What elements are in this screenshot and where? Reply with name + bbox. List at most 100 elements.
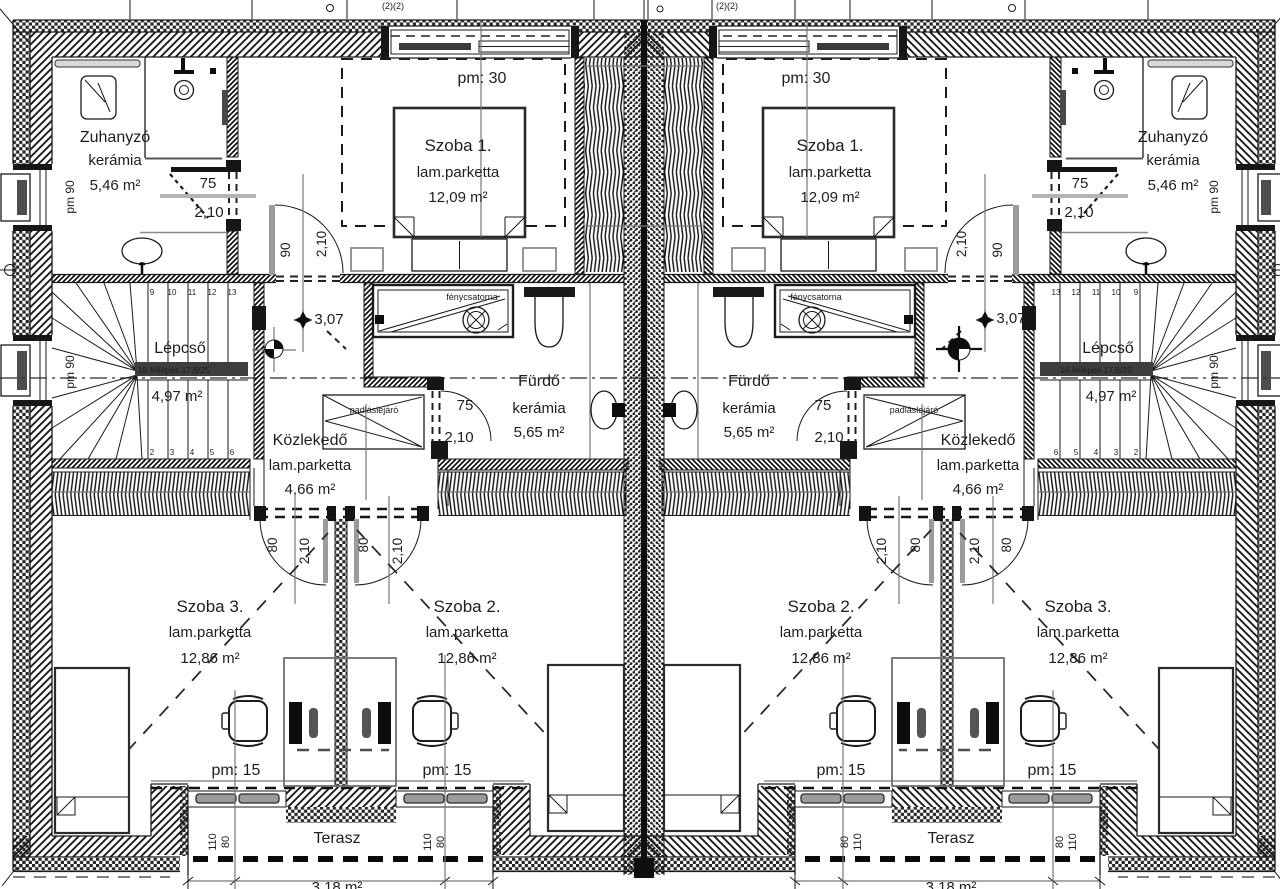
svg-text:kerámia: kerámia: [512, 400, 566, 417]
svg-text:80: 80: [356, 537, 371, 552]
svg-text:6: 6: [1054, 448, 1059, 457]
svg-text:Szoba 3.: Szoba 3.: [176, 597, 243, 616]
svg-text:3: 3: [170, 448, 175, 457]
svg-text:lam.parketta: lam.parketta: [426, 624, 509, 641]
svg-text:2,10: 2,10: [390, 538, 405, 564]
svg-text:4,66 m²: 4,66 m²: [285, 481, 336, 498]
svg-text:75: 75: [457, 397, 474, 414]
svg-text:75: 75: [815, 397, 832, 414]
svg-text:80: 80: [908, 537, 923, 552]
svg-text:3,18 m²: 3,18 m²: [312, 879, 363, 889]
svg-text:pm 90: pm 90: [63, 355, 77, 389]
svg-text:pm 90: pm 90: [1207, 355, 1221, 389]
svg-text:110: 110: [207, 833, 219, 851]
svg-text:(2)(2): (2)(2): [716, 1, 738, 11]
svg-text:Szoba 2.: Szoba 2.: [787, 597, 854, 616]
svg-text:90: 90: [278, 242, 293, 257]
svg-text:12: 12: [1072, 288, 1081, 297]
svg-text:9: 9: [150, 288, 155, 297]
svg-text:kerámia: kerámia: [1146, 152, 1200, 169]
svg-text:6: 6: [230, 448, 235, 457]
svg-text:(2)(2): (2)(2): [382, 1, 404, 11]
svg-text:5: 5: [210, 448, 215, 457]
svg-text:Közlekedő: Közlekedő: [941, 432, 1016, 449]
svg-text:fénycsatorna: fénycsatorna: [446, 292, 498, 302]
svg-text:pm: 15: pm: 15: [423, 762, 472, 779]
svg-text:pm 90: pm 90: [1207, 180, 1221, 214]
svg-text:4: 4: [1094, 448, 1099, 457]
svg-text:Lépcső: Lépcső: [1082, 340, 1134, 357]
svg-text:80: 80: [435, 836, 447, 848]
svg-text:4,66 m²: 4,66 m²: [953, 481, 1004, 498]
svg-text:90: 90: [990, 242, 1005, 257]
svg-text:pm: 15: pm: 15: [1028, 762, 1077, 779]
svg-text:12,09 m²: 12,09 m²: [428, 189, 487, 206]
svg-text:75: 75: [200, 175, 217, 192]
svg-text:10: 10: [1112, 288, 1121, 297]
svg-text:2,10: 2,10: [444, 429, 473, 446]
svg-text:Fürdő: Fürdő: [518, 373, 560, 390]
svg-text:12,86 m²: 12,86 m²: [180, 650, 239, 667]
svg-text:13: 13: [228, 288, 237, 297]
svg-text:16 fellépés 17,6/25: 16 fellépés 17,6/25: [138, 365, 210, 375]
svg-text:2,10: 2,10: [954, 231, 969, 257]
svg-text:lam.parketta: lam.parketta: [780, 624, 863, 641]
svg-text:11: 11: [188, 288, 197, 297]
svg-text:2,10: 2,10: [1064, 204, 1093, 221]
svg-text:5,46 m²: 5,46 m²: [90, 177, 141, 194]
svg-text:2,10: 2,10: [874, 538, 889, 564]
svg-text:5,46 m²: 5,46 m²: [1148, 177, 1199, 194]
svg-text:Terasz: Terasz: [313, 830, 360, 847]
svg-text:12,86 m²: 12,86 m²: [437, 650, 496, 667]
svg-text:padláslejáró: padláslejáró: [890, 405, 939, 415]
svg-text:Szoba 1.: Szoba 1.: [796, 136, 863, 155]
svg-text:3: 3: [1114, 448, 1119, 457]
svg-text:2,10: 2,10: [814, 429, 843, 446]
svg-text:12: 12: [208, 288, 217, 297]
svg-text:3,07: 3,07: [314, 311, 343, 328]
svg-text:5,65 m²: 5,65 m²: [514, 424, 565, 441]
svg-text:2,10: 2,10: [967, 538, 982, 564]
svg-text:16 fellépés 17,6/25: 16 fellépés 17,6/25: [1060, 365, 1132, 375]
svg-text:80: 80: [839, 836, 851, 848]
svg-text:pm: 30: pm: 30: [782, 70, 831, 87]
svg-text:2,10: 2,10: [297, 538, 312, 564]
svg-text:4: 4: [190, 448, 195, 457]
svg-text:12,86 m²: 12,86 m²: [791, 650, 850, 667]
svg-text:fénycsatorna: fénycsatorna: [790, 292, 842, 302]
svg-text:110: 110: [1067, 833, 1079, 851]
svg-text:11: 11: [1092, 288, 1101, 297]
svg-text:9: 9: [1134, 288, 1139, 297]
svg-text:75: 75: [1072, 175, 1089, 192]
svg-text:110: 110: [422, 833, 434, 851]
svg-text:pm: 30: pm: 30: [458, 70, 507, 87]
svg-text:80: 80: [999, 537, 1014, 552]
svg-text:lam.parketta: lam.parketta: [169, 624, 252, 641]
svg-text:lam.parketta: lam.parketta: [789, 164, 872, 181]
svg-text:lam.parketta: lam.parketta: [417, 164, 500, 181]
svg-text:80: 80: [1054, 836, 1066, 848]
svg-text:lam.parketta: lam.parketta: [269, 457, 352, 474]
svg-text:kerámia: kerámia: [88, 152, 142, 169]
svg-text:80: 80: [220, 836, 232, 848]
svg-text:kerámia: kerámia: [722, 400, 776, 417]
svg-text:Zuhanyzó: Zuhanyzó: [80, 129, 150, 146]
svg-text:lam.parketta: lam.parketta: [1037, 624, 1120, 641]
svg-text:2,10: 2,10: [194, 204, 223, 221]
svg-text:Zuhanyzó: Zuhanyzó: [1138, 129, 1208, 146]
svg-text:5: 5: [1074, 448, 1079, 457]
svg-text:2,10: 2,10: [314, 231, 329, 257]
svg-text:pm: 15: pm: 15: [212, 762, 261, 779]
svg-text:3,07: 3,07: [996, 310, 1025, 327]
svg-text:Terasz: Terasz: [927, 830, 974, 847]
svg-text:pm: 15: pm: 15: [817, 762, 866, 779]
svg-text:2: 2: [1134, 448, 1139, 457]
svg-text:80: 80: [265, 537, 280, 552]
svg-text:pm 90: pm 90: [63, 180, 77, 214]
svg-text:Fürdő: Fürdő: [728, 373, 770, 390]
svg-text:Szoba 2.: Szoba 2.: [433, 597, 500, 616]
svg-text:4,97 m²: 4,97 m²: [1086, 388, 1137, 405]
svg-text:Lépcső: Lépcső: [154, 340, 206, 357]
svg-text:5,65 m²: 5,65 m²: [724, 424, 775, 441]
svg-text:Közlekedő: Közlekedő: [273, 432, 348, 449]
